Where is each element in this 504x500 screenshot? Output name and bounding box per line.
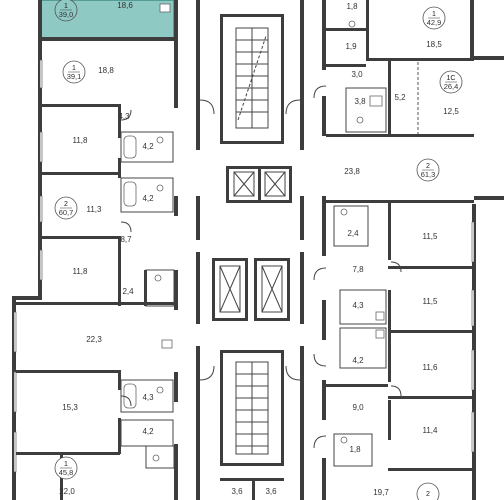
room-area-label: 1,8 — [349, 445, 361, 454]
apartment-badge-circle — [54, 0, 78, 22]
apartment-room-count: 1С — [447, 75, 456, 82]
apartment-total-area: 39,1 — [67, 72, 82, 81]
room-area-label: 11,5 — [423, 232, 439, 241]
room-area-label: 3,6 — [265, 487, 277, 496]
room-area-label: 4,2 — [142, 142, 154, 151]
room-area-label: 12,5 — [443, 107, 459, 116]
room-area-label: 4,3 — [352, 301, 364, 310]
room-area-label: 4,2 — [142, 194, 154, 203]
room-area-label: 3,8 — [354, 97, 366, 106]
room-area-label: 22,0 — [59, 487, 75, 496]
room-area-label: 4,3 — [142, 393, 154, 402]
room-area-label: 18,6 — [117, 1, 133, 10]
room-area-label: 11,3 — [87, 205, 103, 214]
apartment-room-count: 1 — [72, 65, 76, 72]
room-area-label: 11,8 — [73, 267, 89, 276]
apartment-room-count: 2 — [64, 201, 68, 208]
right-wing-fixtures — [313, 20, 402, 449]
room-area-label: 11,6 — [423, 363, 439, 372]
room-area-label: 15,3 — [62, 403, 78, 412]
room-area-label: 1,8 — [346, 2, 358, 11]
room-area-label: 9,0 — [352, 403, 364, 412]
apartment-total-area: 39,0 — [59, 10, 74, 19]
room-area-label: 18,8 — [98, 66, 114, 75]
room-area-label: 19,7 — [373, 488, 389, 497]
apartment-badge[interactable]: 261,3 — [416, 158, 440, 182]
room-area-label: 23,8 — [344, 167, 360, 176]
room-area-label: 4,3 — [118, 112, 130, 121]
apartment-total-area: 61,3 — [421, 170, 436, 179]
apartment-badge[interactable]: 145,8 — [54, 456, 78, 480]
apartment-badge[interactable]: 142,9 — [422, 6, 446, 30]
room-area-label: 22,3 — [86, 335, 102, 344]
room-area-label: 2,4 — [347, 229, 359, 238]
room-area-label: 7,8 — [352, 265, 364, 274]
room-area-label: 3,6 — [231, 487, 243, 496]
apartment-badge[interactable]: 139,1 — [62, 60, 86, 84]
room-area-label: 11,8 — [73, 136, 89, 145]
room-area-label: 1,9 — [345, 42, 357, 51]
room-area-labels: 18,618,84,311,84,211,34,28,711,82,422,31… — [59, 1, 459, 497]
room-area-label: 3,0 — [351, 70, 363, 79]
apartment-room-count: 1 — [432, 11, 436, 18]
apartment-total-area: 26,4 — [444, 82, 459, 91]
room-area-label: 18,5 — [426, 40, 442, 49]
apartment-total-area: 60,7 — [59, 208, 74, 217]
apartment-badge[interactable]: 139,0 — [54, 0, 78, 22]
left-wing-walls — [12, 0, 178, 500]
apartment-room-count: 1 — [64, 461, 68, 468]
room-area-label: 5,2 — [394, 93, 406, 102]
apartment-total-area: 42,9 — [427, 18, 442, 27]
left-wing-fixtures — [120, 3, 173, 462]
apartment-room-count: 2 — [426, 491, 430, 498]
room-area-label: 11,4 — [423, 426, 439, 435]
apartment-room-count: 1 — [64, 3, 68, 10]
stair-core — [196, 0, 304, 500]
room-area-label: 2,4 — [122, 287, 134, 296]
right-wing-walls — [322, 0, 504, 500]
apartment-total-area: 45,8 — [59, 468, 74, 477]
apartment-badge-circle — [416, 482, 440, 500]
room-area-label: 11,5 — [423, 297, 439, 306]
room-area-label: 8,7 — [120, 235, 132, 244]
apartment-badge[interactable]: 2 — [416, 482, 440, 500]
room-area-label: 4,2 — [142, 427, 154, 436]
room-area-label: 4,2 — [352, 356, 364, 365]
apartment-room-count: 2 — [426, 163, 430, 170]
apartment-badge[interactable]: 260,7 — [54, 196, 78, 220]
